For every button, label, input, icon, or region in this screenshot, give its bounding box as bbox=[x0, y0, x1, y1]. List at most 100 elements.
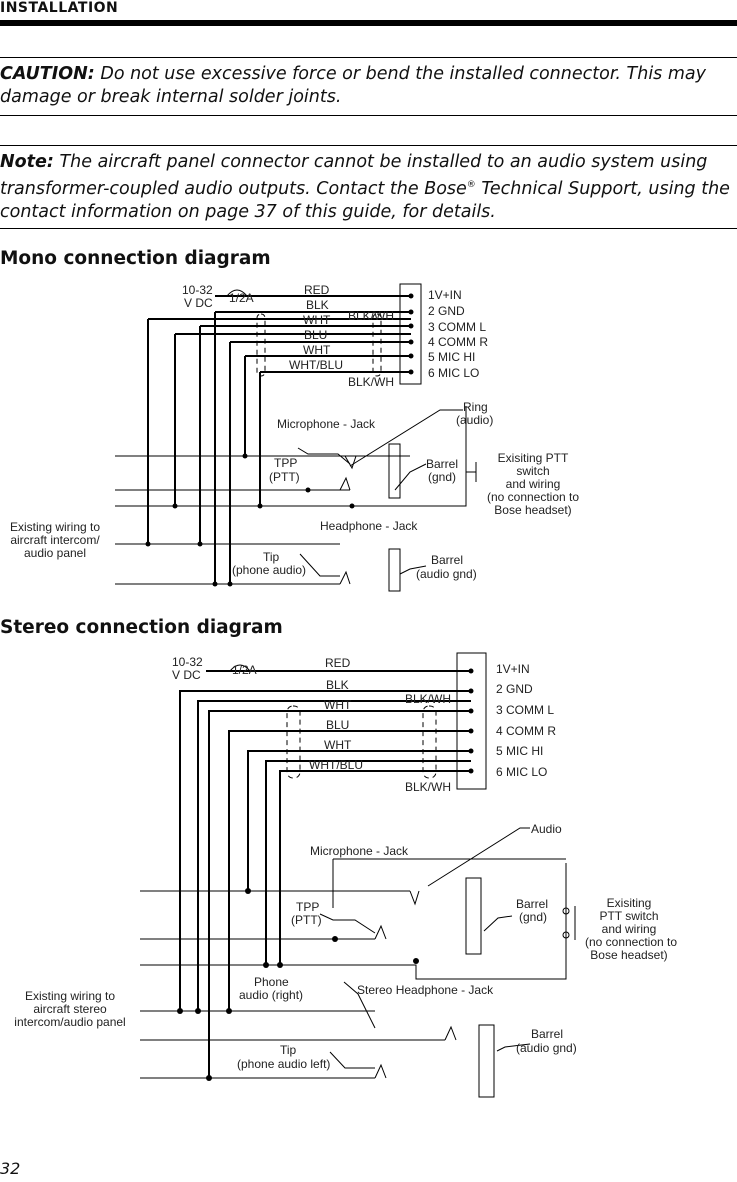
mono-shield-bottom: BLK/WH bbox=[348, 375, 394, 389]
stereo-headphone-jack-label: Stereo Headphone - Jack bbox=[357, 983, 494, 997]
note-text-2: Technical Support, using the contact inf… bbox=[0, 178, 730, 222]
note-label: Note: bbox=[0, 152, 54, 172]
caution-paragraph: CAUTION: Do not use excessive force or b… bbox=[0, 63, 730, 109]
mono-existing-3: audio panel bbox=[24, 546, 86, 560]
stereo-barrel-audio-1: Barrel bbox=[531, 1027, 563, 1041]
mono-pin-4: 4 COMM R bbox=[428, 335, 488, 349]
stereo-ptt-5: Bose headset) bbox=[590, 948, 667, 962]
mono-tip-2: (phone audio) bbox=[232, 563, 306, 577]
mono-shield-top: BLK/WH bbox=[348, 309, 394, 323]
registered-mark: ® bbox=[466, 180, 476, 190]
note-text-1: The aircraft panel connector cannot be i… bbox=[0, 152, 708, 199]
mono-tip-1: Tip bbox=[263, 550, 280, 564]
stereo-audio-label: Audio bbox=[531, 822, 562, 836]
stereo-connector-block bbox=[456, 652, 487, 790]
mono-pin-2: 2 GND bbox=[428, 304, 465, 318]
header-bar bbox=[0, 20, 737, 26]
mono-wire-4: BLU bbox=[304, 328, 327, 342]
stereo-tip-2: (phone audio left) bbox=[237, 1057, 330, 1071]
stereo-mic-jack-barrel bbox=[465, 877, 482, 955]
mono-connection-diagram: 10-32 V DC 1/2A RED BLK WHT BLU WHT WHT/… bbox=[10, 283, 579, 592]
stereo-existing-1: Existing wiring to bbox=[25, 989, 115, 1003]
mono-wire-2: BLK bbox=[306, 298, 329, 312]
stereo-shield-left bbox=[286, 705, 301, 779]
mono-ptt-4: (no connection to bbox=[487, 490, 579, 504]
mono-barrel-audio-1: Barrel bbox=[431, 553, 463, 567]
stereo-pin-6: 6 MIC LO bbox=[496, 765, 547, 779]
stereo-tpp-1: TPP bbox=[296, 900, 319, 914]
mono-wire-5: WHT bbox=[303, 343, 331, 357]
mono-ptt-5: Bose headset) bbox=[494, 503, 571, 517]
mono-fuse-label: 1/2A bbox=[229, 291, 254, 305]
stereo-fuse-symbol bbox=[229, 664, 251, 672]
mono-pin-5: 5 MIC HI bbox=[428, 350, 475, 364]
note-rule-top bbox=[0, 145, 737, 146]
mono-mic-jack-label: Microphone - Jack bbox=[277, 417, 376, 431]
stereo-wire-6: WHT/BLU bbox=[309, 758, 363, 772]
stereo-mic-jack-label: Microphone - Jack bbox=[310, 844, 409, 858]
stereo-diagram-title: Stereo connection diagram bbox=[0, 617, 283, 638]
mono-barrel-gnd-2: (gnd) bbox=[428, 470, 456, 484]
mono-pin-3: 3 COMM L bbox=[428, 320, 486, 334]
mono-power-line-1: 10-32 bbox=[182, 283, 213, 297]
stereo-pin-5: 5 MIC HI bbox=[496, 744, 543, 758]
stereo-shield-right bbox=[422, 705, 437, 779]
stereo-shield-bottom: BLK/WH bbox=[405, 780, 451, 794]
mono-wire-3: WHT bbox=[303, 313, 331, 327]
stereo-text-labels: 10-32 V DC 1/2A RED BLK WHT BLU WHT WHT/… bbox=[14, 655, 677, 1071]
mono-pin-1: 1V+IN bbox=[428, 288, 462, 302]
stereo-pin-4: 4 COMM R bbox=[496, 724, 556, 738]
mono-existing-2: aircraft intercom/ bbox=[10, 533, 100, 547]
caution-rule-bottom bbox=[0, 115, 737, 116]
mono-wire-1: RED bbox=[304, 283, 330, 297]
stereo-ptt-4: (no connection to bbox=[585, 935, 677, 949]
stereo-existing-2: aircraft stereo bbox=[33, 1002, 107, 1016]
stereo-wire-4: BLU bbox=[326, 718, 349, 732]
note-rule-bottom bbox=[0, 228, 737, 229]
stereo-pin-2: 2 GND bbox=[496, 682, 533, 696]
stereo-power-line-2: V DC bbox=[172, 668, 201, 682]
stereo-pin-3: 3 COMM L bbox=[496, 703, 554, 717]
mono-power-line-2: V DC bbox=[184, 296, 213, 310]
mono-shield-left bbox=[256, 313, 266, 377]
mono-ring-1: Ring bbox=[463, 400, 488, 414]
stereo-wire-5: WHT bbox=[324, 738, 352, 752]
stereo-wire-3: WHT bbox=[324, 698, 352, 712]
mono-ptt-1: Exisiting PTT bbox=[498, 451, 569, 465]
stereo-power-line-1: 10-32 bbox=[172, 655, 203, 669]
caution-text: Do not use excessive force or bend the i… bbox=[0, 64, 706, 107]
stereo-ptt-1: Exisiting bbox=[607, 896, 652, 910]
stereo-shield-top: BLK/WH bbox=[405, 692, 451, 706]
mono-tpp-2: (PTT) bbox=[269, 470, 300, 484]
mono-barrel-gnd-1: Barrel bbox=[426, 457, 458, 471]
mono-headphone-jack-barrel bbox=[388, 548, 401, 592]
note-paragraph: Note: The aircraft panel connector canno… bbox=[0, 151, 730, 224]
stereo-headphone-jack-barrel bbox=[478, 1024, 495, 1098]
page-number: 32 bbox=[0, 1159, 21, 1178]
mono-barrel-audio-2: (audio gnd) bbox=[416, 567, 477, 581]
mono-headphone-jack-label: Headphone - Jack bbox=[320, 519, 418, 533]
mono-wire-6: WHT/BLU bbox=[289, 358, 343, 372]
stereo-existing-3: intercom/audio panel bbox=[14, 1015, 125, 1029]
caution-label: CAUTION: bbox=[0, 64, 95, 84]
stereo-ptt-3: and wiring bbox=[602, 922, 657, 936]
mono-pin-6: 6 MIC LO bbox=[428, 366, 479, 380]
mono-diagram-title: Mono connection diagram bbox=[0, 248, 271, 269]
stereo-tip-1: Tip bbox=[280, 1043, 297, 1057]
stereo-ptt-2: PTT switch bbox=[599, 909, 658, 923]
caution-rule-top bbox=[0, 57, 737, 58]
stereo-wire-1: RED bbox=[325, 656, 351, 670]
stereo-phone-right-1: Phone bbox=[254, 975, 289, 989]
section-header: INSTALLATION bbox=[0, 0, 119, 16]
stereo-barrel-audio-2: (audio gnd) bbox=[516, 1041, 577, 1055]
mono-fuse-symbol bbox=[226, 289, 248, 297]
stereo-wire-2: BLK bbox=[326, 678, 349, 692]
stereo-connection-diagram: 10-32 V DC 1/2A RED BLK WHT BLU WHT WHT/… bbox=[14, 652, 677, 1098]
mono-mic-jack-barrel bbox=[388, 443, 401, 499]
stereo-phone-right-2: audio (right) bbox=[239, 988, 303, 1002]
stereo-pin-1: 1V+IN bbox=[496, 662, 530, 676]
mono-existing-1: Existing wiring to bbox=[10, 520, 100, 534]
mono-tpp-1: TPP bbox=[274, 456, 297, 470]
stereo-barrel-gnd-2: (gnd) bbox=[519, 910, 547, 924]
mono-ptt-2: switch bbox=[516, 464, 549, 478]
